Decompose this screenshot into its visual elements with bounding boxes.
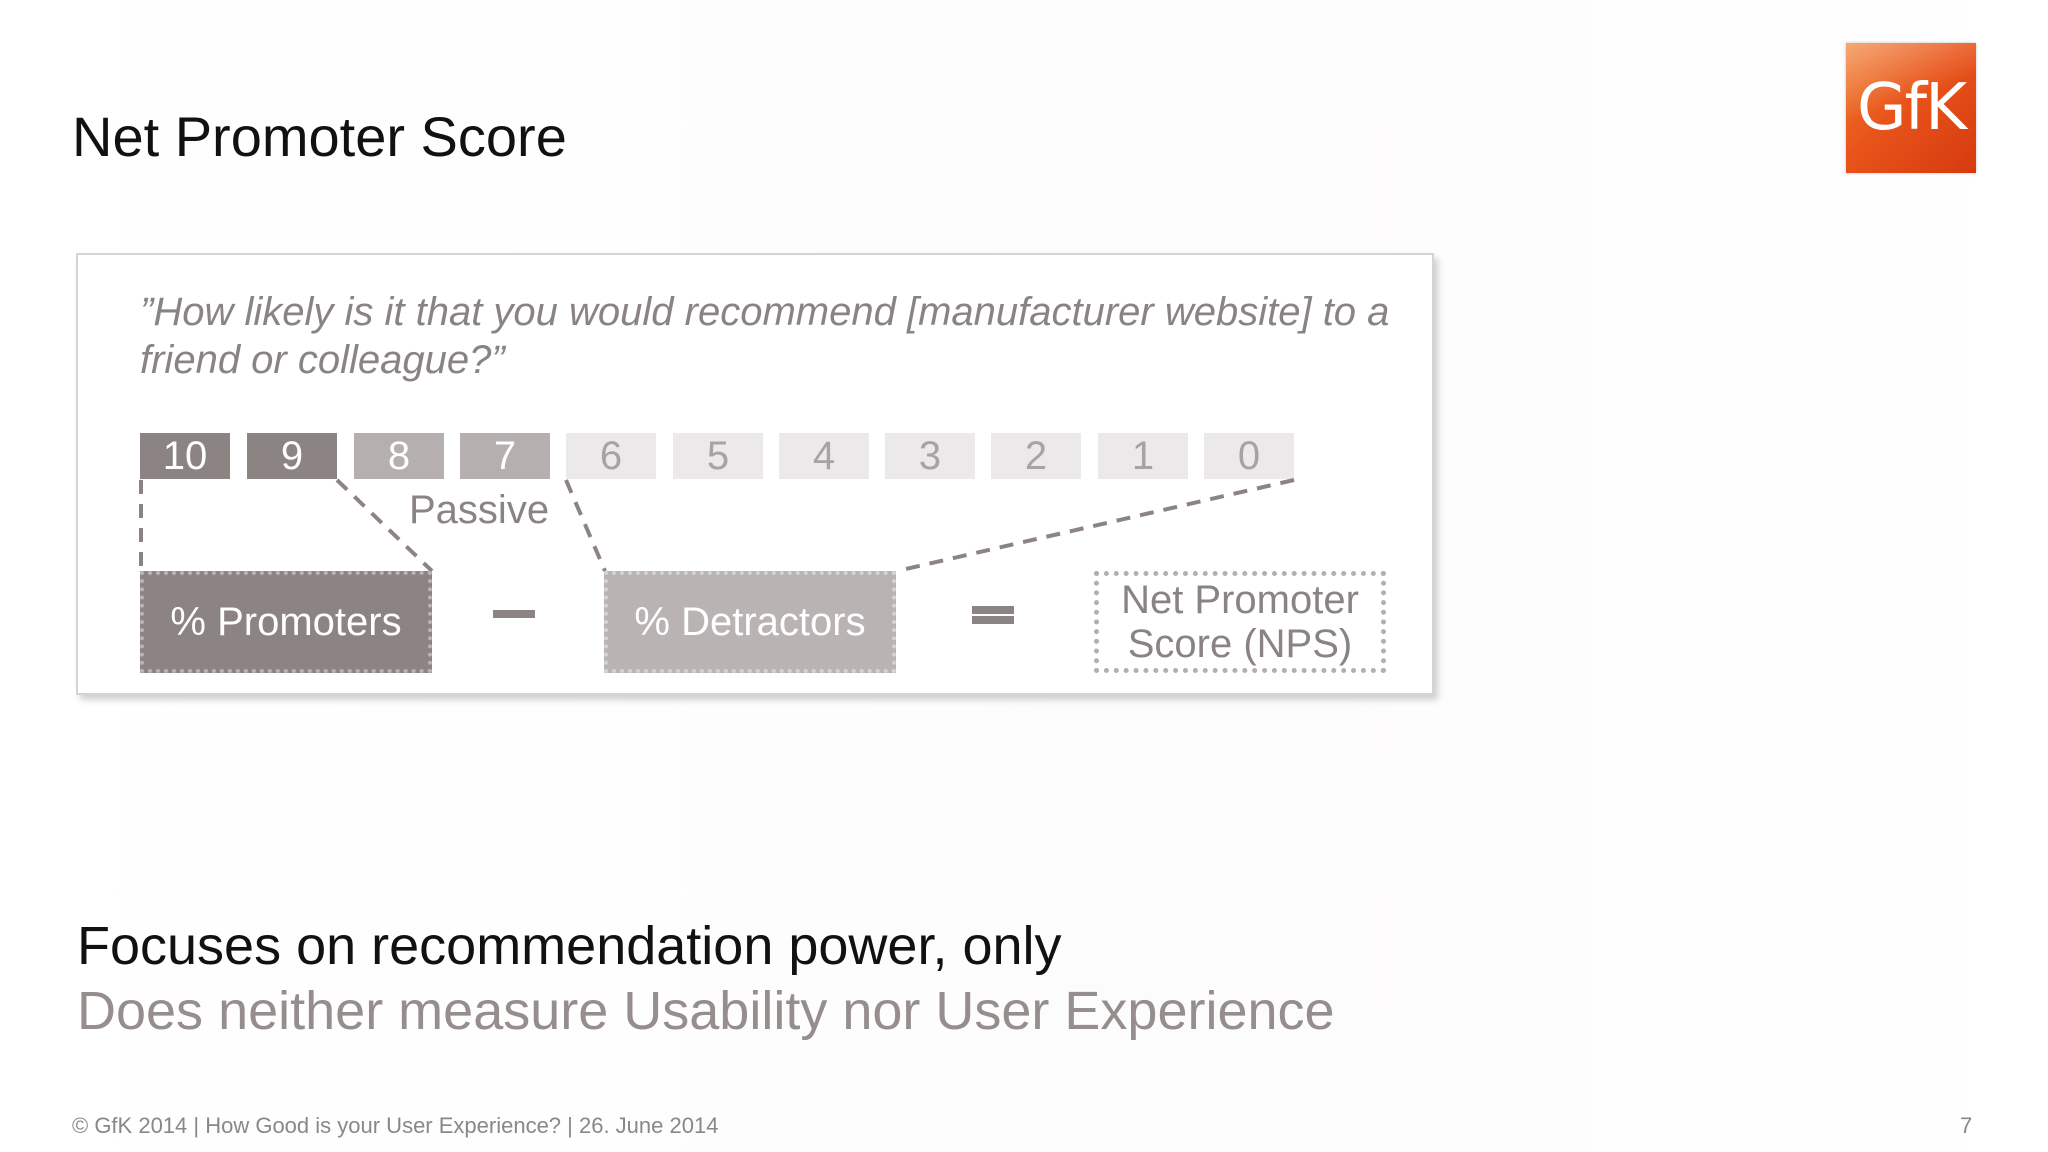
detractors-label: % Detractors: [634, 599, 866, 644]
slide-title: Net Promoter Score: [72, 105, 567, 168]
scale-box-3: 3: [885, 433, 975, 479]
scale-box-10: 10: [140, 433, 230, 479]
scale-box-0: 0: [1204, 433, 1294, 479]
nps-label: Net Promoter Score (NPS): [1121, 578, 1359, 666]
logo-text: GfK: [1856, 71, 1967, 145]
nps-label-line1: Net Promoter: [1121, 578, 1359, 622]
logo-sheen: [1846, 43, 1976, 173]
nps-box: Net Promoter Score (NPS): [1094, 571, 1386, 673]
detractors-box: % Detractors: [604, 571, 896, 673]
page-number: 7: [1960, 1113, 1973, 1138]
copyright-footer: © GfK 2014 | How Good is your User Exper…: [72, 1113, 719, 1138]
survey-question: ”How likely is it that you would recomme…: [140, 290, 1390, 382]
promoters-label: % Promoters: [170, 599, 402, 644]
minus-sign: [493, 610, 535, 618]
conclusion-heading: Focuses on recommendation power, only: [77, 916, 1062, 976]
nps-label-line2: Score (NPS): [1127, 622, 1353, 666]
detractors-left-connector: [564, 479, 607, 572]
equals-sign-bottom: [972, 616, 1014, 624]
scale-box-5: 5: [673, 433, 763, 479]
detractors-right-connector: [896, 478, 1295, 573]
equals-sign-top: [972, 606, 1014, 614]
promoters-box: % Promoters: [140, 571, 432, 673]
scale-box-2: 2: [991, 433, 1081, 479]
scale-box-7: 7: [460, 433, 550, 479]
gfk-logo: GfK: [1846, 43, 1976, 173]
scale-box-8: 8: [354, 433, 444, 479]
scale-box-1: 1: [1098, 433, 1188, 479]
conclusion-subheading: Does neither measure Usability nor User …: [77, 981, 1335, 1041]
promoters-right-connector: [335, 478, 434, 573]
scale-box-4: 4: [779, 433, 869, 479]
scale-box-9: 9: [247, 433, 337, 479]
scale-box-6: 6: [566, 433, 656, 479]
passive-label: Passive: [409, 488, 550, 532]
